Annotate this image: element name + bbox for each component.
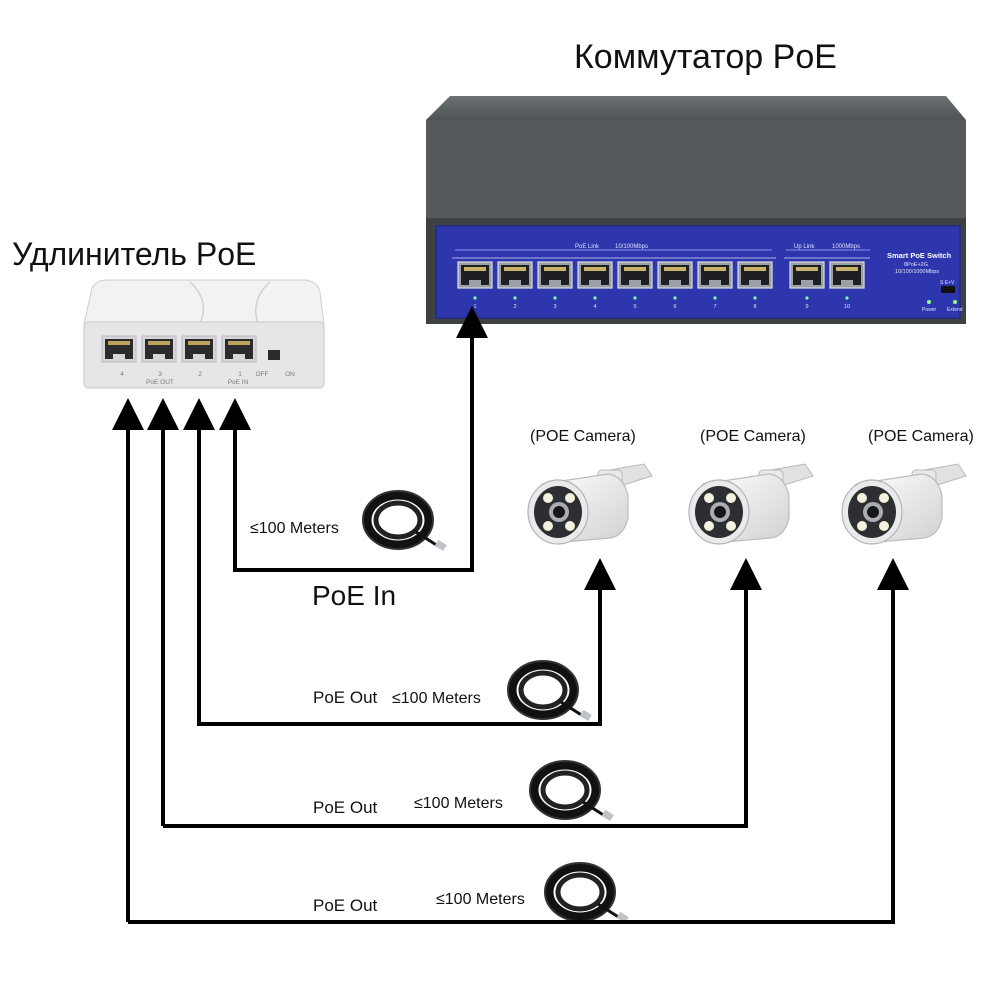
poe-extender: 4 3 2 1 PoE OUT PoE IN OFF ON (83, 279, 325, 389)
extender-port-3[interactable] (141, 335, 177, 363)
port-number-8: 8 (753, 304, 756, 310)
switch-port-7[interactable] (697, 261, 733, 289)
extender-off-label: OFF (256, 371, 269, 378)
length-label-camera-3: ≤100 Meters (436, 891, 525, 908)
switch-port-9[interactable] (789, 261, 825, 289)
link-poe-in (219, 398, 472, 572)
cable-coil-camera-2 (530, 761, 614, 821)
port-number-1: 1 (473, 304, 476, 310)
switch-model: 8PoE+2G (904, 262, 928, 268)
power-led (927, 300, 931, 304)
length-label-camera-1: ≤100 Meters (392, 690, 481, 707)
power-label: Power (922, 307, 937, 313)
extender-poe-in-label: PoE IN (228, 379, 249, 386)
link-poe-out-camera-2 (163, 558, 762, 828)
switch-port-1[interactable] (457, 261, 493, 289)
poe-camera-2 (688, 463, 814, 545)
cable-coil-camera-3 (545, 863, 629, 923)
extender-power-switch[interactable] (268, 350, 280, 360)
switch-brand: Smart PoE Switch (887, 251, 952, 260)
switch-group-poe-speed: 10/100Mbps (615, 244, 648, 250)
camera-label-1: (POE Camera) (530, 428, 636, 445)
switch-mode-label: S E+V (940, 280, 955, 286)
port-number-6: 6 (673, 304, 676, 310)
poe-out-label-2: PoE Out (313, 798, 378, 817)
poe-out-label-1: PoE Out (313, 688, 378, 707)
port-number-2: 2 (513, 304, 516, 310)
extend-label: Extend (947, 307, 963, 313)
poe-in-label: PoE In (312, 580, 397, 611)
extender-port-number-2: 2 (198, 371, 202, 378)
poe-camera-1 (527, 463, 653, 545)
switch-title: Коммутатор PoE (574, 38, 837, 76)
cable-coil-camera-1 (508, 661, 592, 721)
length-label-poe-in: ≤100 Meters (250, 520, 339, 537)
poe-camera-3 (841, 463, 967, 545)
cable-coil-poe-in (363, 491, 447, 551)
switch-port-10[interactable] (829, 261, 865, 289)
camera-label-3: (POE Camera) (868, 428, 974, 445)
extender-on-label: ON (285, 371, 295, 378)
switch-group-uplink-speed: 1000Mbps (832, 244, 860, 250)
switch-group-poe: PoE Link (575, 244, 600, 250)
switch-port-6[interactable] (657, 261, 693, 289)
switch-port-8[interactable] (737, 261, 773, 289)
mode-switch[interactable] (941, 286, 955, 293)
extender-poe-out-label: PoE OUT (146, 379, 174, 386)
switch-port-4[interactable] (577, 261, 613, 289)
extender-port-number-4: 4 (120, 371, 124, 378)
port-number-4: 4 (593, 304, 596, 310)
extender-port-1-in[interactable] (221, 335, 257, 363)
link-poe-out-camera-3 (128, 558, 909, 924)
extender-port-4[interactable] (101, 335, 137, 363)
port-number-7: 7 (713, 304, 716, 310)
extender-port-number-1: 1 (238, 371, 242, 378)
switch-port-2[interactable] (497, 261, 533, 289)
port-number-9: 9 (805, 304, 808, 310)
port-number-5: 5 (633, 304, 636, 310)
poe-switch: PoE Link 10/100Mbps Up Link 1000Mbps Sma… (426, 96, 966, 324)
extender-port-2[interactable] (181, 335, 217, 363)
switch-port-3[interactable] (537, 261, 573, 289)
switch-speed: 10/100/1000Mbps (895, 269, 939, 275)
extender-port-number-3: 3 (158, 371, 162, 378)
port-number-3: 3 (553, 304, 556, 310)
camera-label-2: (POE Camera) (700, 428, 806, 445)
extend-led (953, 300, 957, 304)
switch-port-5[interactable] (617, 261, 653, 289)
switch-group-uplink: Up Link (794, 244, 815, 250)
poe-out-label-3: PoE Out (313, 896, 378, 915)
port-number-10: 10 (844, 304, 850, 310)
length-label-camera-2: ≤100 Meters (414, 795, 503, 812)
extender-title: Удлинитель PoE (12, 236, 257, 272)
